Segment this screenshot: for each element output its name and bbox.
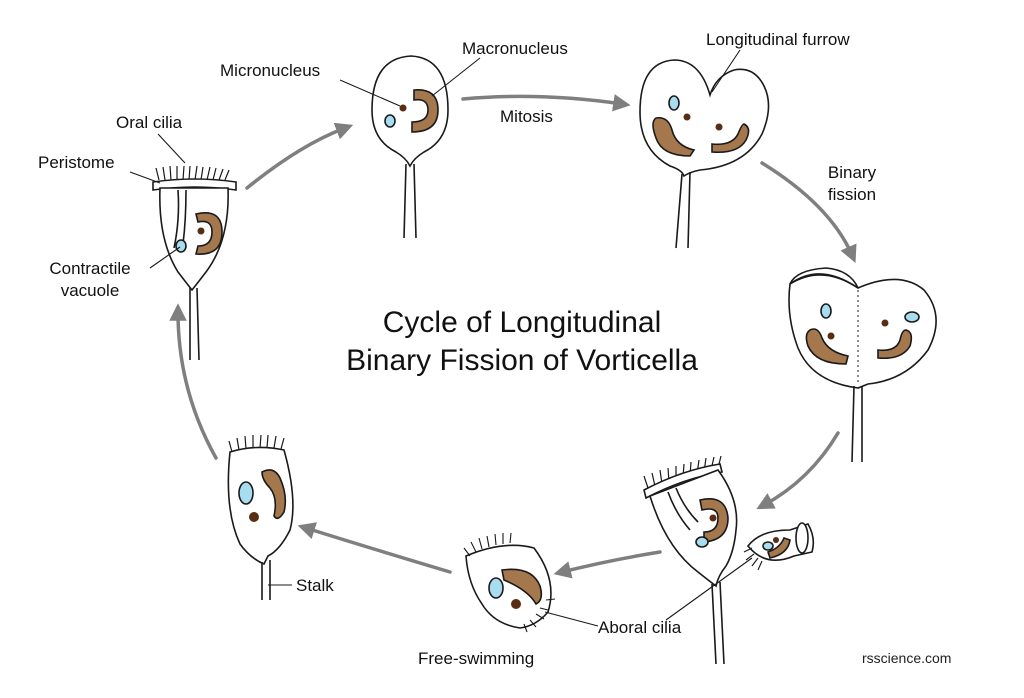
aboral-cilia-icon: [523, 598, 556, 633]
settling-cell: [227, 434, 294, 600]
label-micronucleus: Micronucleus: [220, 61, 321, 80]
arrow-to-mature: [169, 303, 218, 460]
dividing-cell: [788, 267, 937, 463]
label-peristome: Peristome: [38, 153, 115, 172]
micronucleus-icon: [881, 319, 889, 327]
macronucleus-icon: [711, 123, 750, 154]
stalk: [711, 581, 725, 665]
label-free-swimming: Free-swimming: [418, 649, 535, 668]
leader-lines: [129, 49, 753, 627]
stalk: [403, 163, 417, 239]
macronucleus-icon: [652, 116, 696, 157]
leader-peristome: [129, 171, 161, 184]
contractile-vacuole-icon: [384, 114, 396, 128]
gullet: [667, 487, 699, 531]
arrow-binary-fission: [760, 161, 857, 264]
free-swimming-cell: [463, 532, 556, 633]
macronucleus-icon: [501, 568, 543, 606]
cell-body: [371, 55, 449, 168]
contractile-vacuole-icon: [175, 239, 187, 253]
contractile-vacuole-icon: [238, 481, 254, 505]
macronucleus-icon: [699, 498, 729, 543]
micronucleus-icon: [709, 514, 717, 522]
micronucleus-icon: [773, 537, 779, 543]
arrow-mitosis: [461, 94, 631, 112]
micronucleus-icon: [511, 599, 521, 609]
micronucleus-icon: [715, 123, 723, 131]
leader-aboral-cilia-left: [544, 611, 599, 627]
diagram-title: Cycle of Longitudinal Binary Fission of …: [282, 304, 762, 380]
label-mitosis: Mitosis: [500, 107, 553, 126]
label-binary-fission-line1: Binary: [827, 163, 877, 182]
mature-vorticella-cell: [152, 165, 237, 361]
stalk: [189, 287, 200, 361]
label-contractile-vacuole-line2: vacuole: [60, 281, 120, 300]
arrow-to-free-swimming: [553, 550, 662, 579]
contractile-vacuole-icon: [668, 95, 680, 111]
arrow-mature-to-nucleus-cell: [245, 122, 354, 190]
title-line-2: Binary Fission of Vorticella: [346, 344, 698, 377]
macronucleus-icon: [766, 537, 791, 559]
arrow-to-settling: [297, 522, 452, 574]
leader-aboral-cilia-right: [665, 557, 753, 621]
separating-cells: [643, 455, 815, 665]
micronucleus-icon: [249, 512, 259, 522]
contractile-vacuole-icon: [904, 311, 920, 323]
macronucleus-icon: [805, 328, 849, 365]
contractile-vacuole-icon: [488, 577, 504, 599]
micronucleus-icon: [197, 227, 205, 235]
contractile-vacuole-icon: [695, 536, 709, 548]
macronucleus-icon: [877, 329, 913, 360]
bud-cell: [743, 522, 815, 571]
label-binary-fission: Binary fission: [812, 162, 892, 206]
oral-cilia-icon: [463, 532, 512, 557]
micronucleus-icon: [827, 332, 835, 340]
cell-body: [465, 544, 552, 629]
stalk: [261, 560, 271, 600]
site-credit: rsscience.com: [862, 650, 952, 666]
label-stalk: Stalk: [296, 576, 334, 595]
label-longitudinal-furrow: Longitudinal furrow: [706, 30, 850, 49]
label-binary-fission-line2: fission: [827, 185, 877, 204]
stalk: [851, 385, 863, 463]
oral-cilia-icon: [643, 455, 722, 489]
bud-rim: [795, 522, 809, 554]
leader-contractile-vacuole: [149, 246, 181, 269]
label-oral-cilia: Oral cilia: [116, 113, 183, 132]
leader-longitudinal-furrow: [711, 49, 741, 93]
aboral-cilia-icon: [743, 547, 763, 571]
contractile-vacuole-icon: [762, 541, 774, 551]
label-contractile-vacuole-line1: Contractile: [49, 259, 131, 278]
arrow-to-separation: [756, 431, 840, 510]
nucleus-cell: [371, 55, 449, 239]
macronucleus-icon: [194, 212, 223, 255]
label-contractile-vacuole: Contractile vacuole: [30, 258, 150, 302]
oral-cilia-icon: [228, 434, 285, 453]
title-line-1: Cycle of Longitudinal: [382, 306, 662, 339]
peristome-rim: [643, 463, 723, 500]
stalk: [675, 171, 691, 249]
micronucleus-icon: [683, 113, 691, 121]
cycle-arrows: [169, 94, 857, 579]
macronucleus-icon: [411, 89, 439, 133]
leader-oral-cilia: [157, 133, 186, 164]
oral-cilia-icon: [155, 165, 230, 181]
leader-macronucleus: [431, 57, 481, 97]
cell-rim: [789, 267, 859, 289]
leader-micronucleus: [339, 79, 401, 107]
macronucleus-icon: [261, 469, 287, 520]
micronucleus-icon: [399, 104, 407, 112]
contractile-vacuole-icon: [820, 303, 832, 319]
label-aboral-cilia: Aboral cilia: [598, 618, 682, 637]
label-macronucleus: Macronucleus: [462, 39, 568, 58]
furrow-cell: [639, 59, 770, 249]
